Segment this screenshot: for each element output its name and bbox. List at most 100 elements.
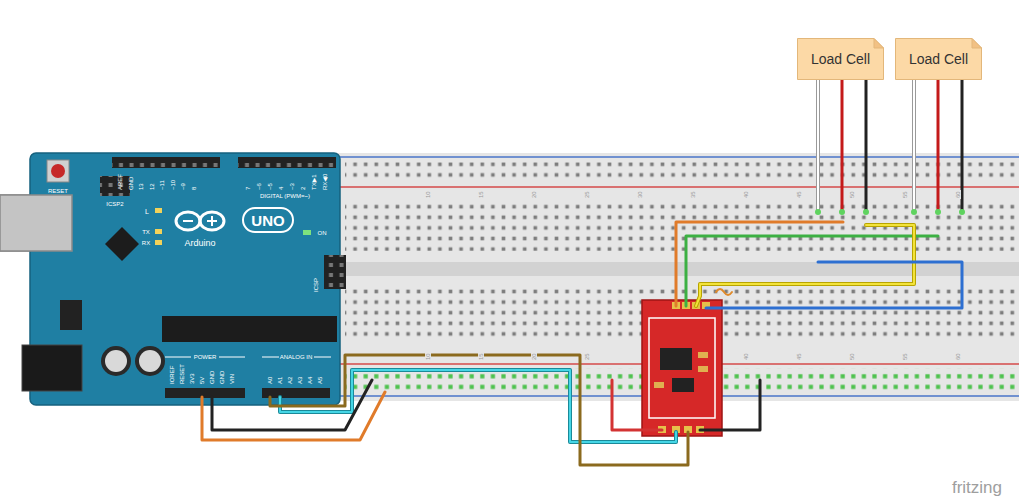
jumper-wires-part — [706, 262, 962, 308]
led-label: L — [145, 208, 149, 215]
pin-label: GND — [209, 371, 215, 384]
column-number: 40 — [743, 352, 749, 361]
pin-label: 8 — [191, 187, 197, 190]
hx711-module-part — [698, 366, 708, 372]
arduino-board-part — [314, 357, 331, 358]
pin-label: ~10 — [170, 180, 176, 190]
note-text: Load Cell — [909, 51, 968, 68]
breadboard-part — [345, 203, 1019, 251]
pin-label: VIN — [229, 374, 235, 384]
pin-label: ~11 — [159, 180, 165, 190]
arduino-board-part — [262, 357, 279, 358]
column-number: 45 — [796, 190, 802, 199]
arduino-board-part — [165, 357, 191, 358]
arduino-board-part — [176, 212, 200, 230]
pin-label: A0 — [267, 377, 273, 384]
jumper-wires-part — [212, 380, 372, 430]
pin-label: ~9 — [180, 183, 186, 190]
load-cell-wires-part — [911, 209, 917, 215]
load-cell-wires-part — [937, 80, 940, 212]
load-cell-note: Load Cell — [797, 38, 884, 80]
hx711-module-part — [672, 378, 694, 392]
arduino-board-part — [100, 176, 130, 196]
arduino-board-part — [139, 350, 161, 372]
breadboard-part — [345, 162, 1019, 182]
arduino-board-part — [155, 208, 162, 213]
hx711-module-part — [698, 352, 708, 358]
arduino-board-part — [303, 230, 311, 235]
button-label: RESET — [48, 188, 68, 194]
pin-label: IOREF — [169, 366, 175, 384]
jumper-wires-part — [700, 380, 760, 430]
note-fold — [972, 39, 982, 49]
breadboard-part — [335, 186, 1019, 188]
load-cell-wires-part — [959, 209, 965, 215]
hx711-module-part — [642, 300, 722, 436]
header-label: POWER — [194, 354, 217, 360]
header-label: ANALOG IN — [280, 354, 313, 360]
pin-label: GND — [219, 371, 225, 384]
breadboard — [335, 153, 1019, 401]
column-number: 50 — [849, 190, 855, 199]
column-number: 20 — [531, 352, 537, 361]
header-label: DIGITAL (PWM=~) — [260, 193, 310, 199]
arduino-board-part — [100, 176, 130, 196]
pin-label: ~5 — [267, 183, 273, 190]
hx711-module — [642, 300, 722, 436]
column-number: 25 — [584, 352, 590, 361]
arduino-board-part — [22, 345, 82, 391]
arduino-board-part — [200, 212, 224, 230]
pin-label: RX◀0 — [322, 174, 328, 190]
jumper-wires — [202, 222, 962, 465]
arduino-board-part — [112, 157, 220, 168]
arduino-board-part — [105, 227, 139, 261]
arduino-board-part — [60, 300, 82, 330]
pin-label: ~3 — [289, 183, 295, 190]
led-label: TX — [142, 229, 150, 235]
led-label: RX — [142, 240, 150, 246]
note-text: Load Cell — [811, 51, 870, 68]
column-number: 60 — [955, 190, 961, 199]
column-number: 10 — [425, 190, 431, 199]
load-cell-wires-part — [815, 209, 821, 215]
load-cell-wires-part — [816, 80, 820, 212]
load-cell-wires-part — [817, 80, 819, 212]
arduino-board-part — [211, 216, 213, 226]
column-number: 40 — [743, 190, 749, 199]
watermark: fritzing — [952, 479, 1002, 496]
column-number: 35 — [690, 190, 696, 199]
arduino-board-part — [51, 164, 65, 178]
arduino-board-part — [0, 195, 72, 251]
column-number: 55 — [902, 190, 908, 199]
note-body — [798, 39, 884, 80]
arduino-board-part — [155, 240, 162, 245]
pin-label: ~6 — [256, 183, 262, 190]
pin-label: GND — [128, 177, 134, 190]
hx711-module-part — [654, 382, 664, 388]
note-fold — [874, 39, 884, 49]
pin-label: A3 — [297, 377, 303, 384]
jumper-wires-part — [716, 289, 732, 295]
load-cell-note: Load Cell — [895, 38, 982, 80]
pin-label: 2 — [300, 187, 306, 190]
pin-label: AREF — [117, 174, 123, 190]
arduino-board-part — [238, 157, 336, 168]
arduino-board-part — [238, 157, 336, 168]
header-label: ICSP2 — [106, 201, 123, 207]
column-number: 10 — [425, 352, 431, 361]
arduino-board-part — [112, 157, 220, 168]
load-cell-wires — [815, 80, 965, 215]
hx711-module-part — [660, 348, 692, 370]
arduino-board — [0, 153, 346, 405]
column-number: 30 — [637, 190, 643, 199]
jumper-wires-part — [612, 380, 662, 430]
pin-label: 5V — [199, 377, 205, 384]
pin-label: 3V3 — [189, 373, 195, 384]
arduino-board-part — [105, 350, 127, 372]
load-cell-wires-part — [935, 209, 941, 215]
arduino-board-part — [135, 346, 165, 376]
pin-label: A4 — [307, 377, 313, 384]
pin-label: 4 — [278, 187, 284, 190]
